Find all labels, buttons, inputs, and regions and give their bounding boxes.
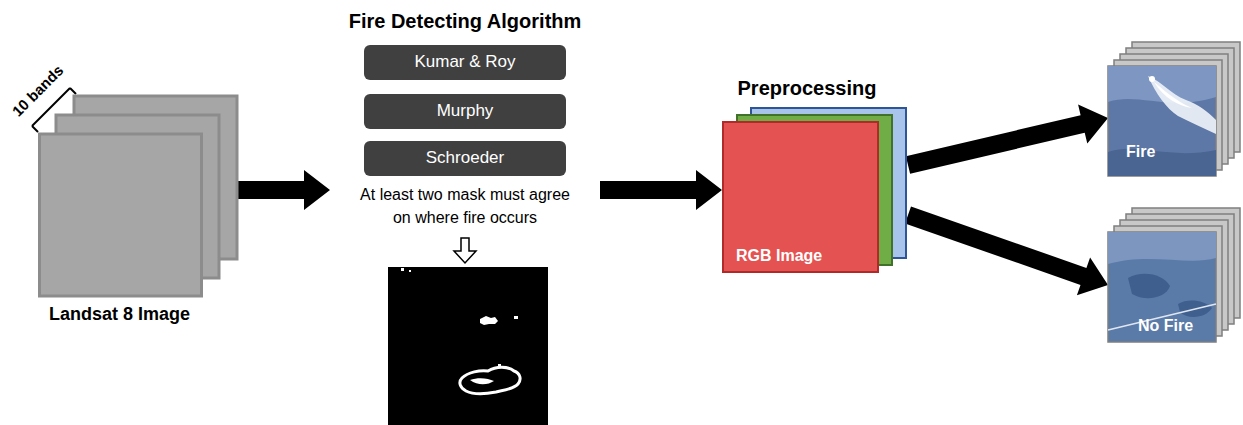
mask-ground: [388, 267, 548, 425]
text-slot: RGB Image: [736, 246, 822, 265]
band-count-label: 10 bands: [9, 61, 67, 119]
fire-mask-image: [388, 267, 548, 425]
water-patch: [1128, 274, 1170, 298]
algorithm-box: Schroeder: [364, 141, 566, 176]
node-text: Landsat 8 Image: [38, 304, 201, 326]
node-text: Murphy: [437, 101, 494, 121]
hollow-arrow-shape: [454, 238, 476, 263]
landsat-image-stack: Landsat 8 Image: [38, 96, 238, 328]
mask-speck: [409, 270, 411, 272]
node-subtext: RGB Image: [736, 246, 822, 265]
hollow-down-arrow: [454, 238, 476, 263]
text-slot: No Fire: [1138, 316, 1193, 335]
fire-photo: [1108, 66, 1216, 176]
text-slot: Fire: [1126, 142, 1155, 161]
terrain-patch: [1108, 149, 1216, 176]
fire-sample-stack: Fire: [1108, 42, 1240, 176]
algorithm-box: Murphy: [364, 94, 566, 129]
node-text: Preprocessing: [722, 76, 892, 100]
bracket-tick: [32, 126, 38, 132]
text-slot: Preprocessing: [722, 76, 892, 100]
mask-speck: [498, 364, 501, 367]
mask-speck: [401, 268, 404, 271]
nofire-photo: [1108, 232, 1216, 342]
smoke-core: [1154, 82, 1192, 108]
node-text: Fire: [1126, 142, 1155, 161]
node-text: Kumar & Roy: [414, 52, 515, 72]
terrain-patch: [1108, 232, 1216, 264]
block-arrow: [600, 170, 722, 210]
red-channel: [723, 122, 878, 272]
mask-fire-outline: [460, 367, 520, 394]
band-layer: [40, 134, 202, 296]
block-arrow: [906, 105, 1108, 174]
rgb-image-stack: PreprocessingRGB Image: [722, 70, 908, 274]
mask-blob: [470, 378, 494, 384]
node-text: No Fire: [1138, 316, 1193, 335]
node-subtext: At least two mask must agree on where fi…: [351, 183, 579, 229]
mask-speck: [514, 316, 518, 319]
rgb-image-stack-shape: [722, 70, 908, 274]
mask-blob: [480, 316, 498, 325]
smoke-plume: [1148, 76, 1216, 134]
algorithm-group: Fire Detecting Algorithm At least two mas…: [330, 5, 600, 234]
landsat-image-stack-shape: [38, 96, 238, 328]
nofire-sample-stack: No Fire: [1108, 208, 1240, 342]
block-arrow: [238, 170, 330, 210]
node-text: Schroeder: [426, 148, 504, 168]
block-arrow: [905, 207, 1108, 296]
algorithm-box: Kumar & Roy: [364, 45, 566, 80]
fire-spot: [1149, 76, 1155, 82]
text-slot: Fire Detecting Algorithm: [330, 9, 600, 33]
text-slot: Landsat 8 Image: [38, 304, 201, 326]
bracket-tick: [70, 88, 76, 94]
node-text: Fire Detecting Algorithm: [330, 9, 600, 33]
text-slot: At least two mask must agree on where fi…: [351, 183, 579, 229]
